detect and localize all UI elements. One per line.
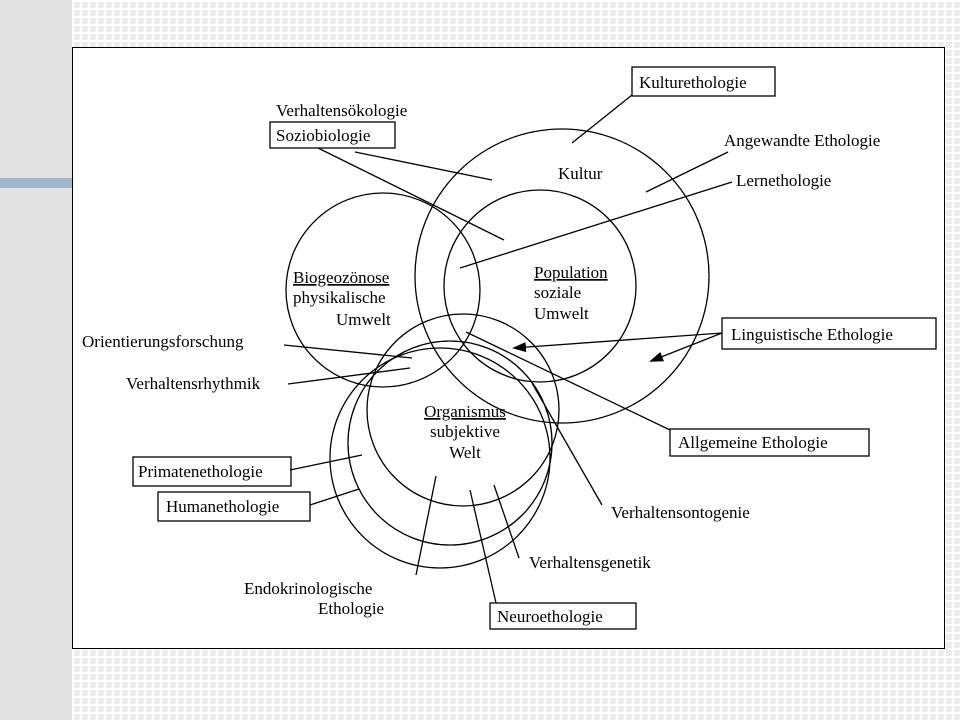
circle-organismus: [366, 313, 560, 507]
line-rhythmik: [287, 367, 411, 385]
line-endokrin: [415, 475, 437, 576]
circle-population: [443, 189, 637, 383]
label-soziale: soziale: [534, 283, 581, 302]
label-biogeo: Biogeozönose: [293, 268, 389, 287]
term-kulturethologie: Kulturethologie: [639, 73, 747, 92]
accent-bar: [0, 178, 72, 188]
box-primaten: [132, 456, 292, 487]
term-rhythmik: Verhaltensrhythmik: [126, 374, 261, 393]
label-biogeo-umwelt: Umwelt: [336, 310, 391, 329]
line-soziobiologie: [317, 147, 505, 241]
line-orientierung: [283, 344, 413, 359]
circle-organismus-outer2: [347, 340, 553, 546]
term-angewandte: Angewandte Ethologie: [724, 131, 880, 150]
line-angewandte: [645, 151, 729, 193]
line-kulturethologie: [571, 94, 633, 144]
label-physikalische: physikalische: [293, 288, 386, 307]
term-neuro: Neuroethologie: [497, 607, 603, 626]
circle-biogeo: [285, 192, 481, 388]
left-strip: [0, 0, 72, 720]
box-allgemeine: [669, 428, 870, 457]
line-neuro: [469, 489, 497, 604]
term-linguistische: Linguistische Ethologie: [731, 325, 893, 344]
term-lernethologie: Lernethologie: [736, 171, 831, 190]
term-allgemeine: Allgemeine Ethologie: [678, 433, 828, 452]
line-human: [309, 488, 360, 506]
arrow-linguistische-2: [649, 332, 723, 362]
box-kulturethologie: [631, 66, 776, 97]
box-human: [157, 491, 311, 522]
term-orientierung: Orientierungsforschung: [82, 332, 244, 351]
term-endokrin-1: Endokrinologische: [244, 579, 372, 598]
circle-kultur: [414, 128, 710, 424]
box-linguistische: [721, 317, 937, 350]
line-genetik: [493, 484, 520, 559]
label-kultur: Kultur: [558, 164, 603, 183]
label-organismus: Organismus: [424, 402, 506, 421]
term-genetik: Verhaltensgenetik: [529, 553, 651, 572]
circle-organismus-outer1: [329, 347, 551, 569]
term-soziobiologie: Soziobiologie: [276, 126, 370, 145]
line-verhaltensoekologie: [354, 151, 493, 181]
slide-frame: [72, 47, 945, 649]
box-soziobiologie: [269, 121, 396, 149]
box-neuro: [489, 602, 637, 630]
line-lernethologie: [459, 181, 733, 269]
line-allgemeine: [465, 331, 671, 431]
label-population: Population: [534, 263, 608, 282]
label-welt: Welt: [449, 443, 481, 462]
term-primaten: Primatenethologie: [138, 462, 263, 481]
term-verhaltensoekologie: Verhaltensökologie: [276, 101, 407, 120]
term-ontogenie: Verhaltensontogenie: [611, 503, 750, 522]
line-ontogenie: [531, 382, 603, 506]
line-primaten: [289, 454, 363, 471]
term-endokrin-2: Ethologie: [318, 599, 384, 618]
term-human: Humanethologie: [166, 497, 279, 516]
label-population-umwelt: Umwelt: [534, 304, 589, 323]
label-subjektive: subjektive: [430, 422, 500, 441]
arrow-linguistische-1: [512, 332, 723, 353]
